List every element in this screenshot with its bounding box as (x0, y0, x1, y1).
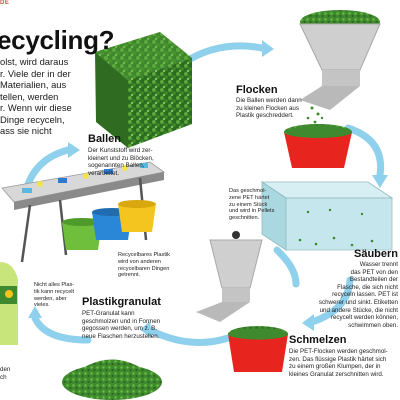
arrow-saeubern-to-schmelzen (308, 276, 354, 326)
text-line: zu kleinen Flocken aus (236, 104, 299, 112)
text-line: Flasche, die sich nicht (337, 283, 398, 291)
arrow-heads (28, 40, 388, 338)
text-line: verarbeitet. (88, 169, 119, 177)
text-line: schwimmen oben. (348, 321, 398, 329)
text-line: Plastik geschreddert. (236, 112, 294, 120)
text-line: Bestandteilen der (349, 276, 398, 284)
shredder-funnel-top (299, 10, 381, 124)
bale-illustration (95, 32, 192, 148)
text-line: Die PET-Flocken werden geschmol- (289, 348, 388, 355)
intro-line: tellen, werden (0, 90, 59, 102)
intro-line: Materialien, aus (0, 79, 67, 90)
text-line: tik kann recycelt (34, 288, 75, 295)
text-line: das PET von den (350, 268, 398, 276)
text-line: zu einem großen Klumpen, der in (289, 363, 381, 371)
text-line: Recycelbares Plastik (118, 252, 170, 258)
intro-line: olst, wird daraus (0, 56, 69, 67)
text-line: zene PET härtet (229, 194, 270, 201)
text-line: Der Kunststoff wird zer- (88, 147, 153, 154)
section-tag: DE (0, 0, 10, 6)
text-line: vieles. (34, 302, 50, 309)
text-line: sogenannten Ballen, (88, 162, 145, 170)
arrow-pellets-note (273, 246, 300, 288)
text-line: werden, aber (34, 295, 67, 302)
bottle-illustration (0, 262, 18, 345)
intro-line: Dinge recyceln, (0, 113, 65, 125)
text-line: schwerer und sinkt. Etiketten (318, 298, 398, 306)
note-not-all: Nicht alles Plas- tik kann recycelt werd… (34, 282, 84, 309)
intro-line: ass sie nicht (0, 125, 52, 136)
arrow-flocken-to-saeubern (344, 124, 385, 179)
text-line: Nicht alles Plas- (34, 282, 75, 288)
step-granulat-title: Plastikgranulat (82, 296, 161, 308)
red-pot-top (284, 124, 352, 168)
text-line: geschmolzen und in Formen (82, 317, 161, 325)
step-flocken-text: Die Ballen werden dann zu kleinen Flocke… (236, 97, 316, 120)
text-line: kleines Granulat zerschnitten wird. (289, 370, 384, 378)
page-title: ecycling? (0, 25, 115, 55)
step-ballen-title: Ballen (88, 133, 122, 145)
granulate-pile (62, 359, 162, 400)
note-bottom-left: den ch (0, 366, 20, 381)
text-line: den (0, 366, 11, 373)
sorting-bins (62, 200, 156, 250)
arrow-granulat-to-bottle (31, 314, 92, 344)
shredder-funnel-bottom (196, 231, 263, 322)
water-tank (260, 181, 394, 251)
note-recyclable: Recycelbares Plastik wird von anderen re… (118, 252, 188, 279)
text-line: Das geschmol- (229, 188, 267, 194)
arrow-ballen-to-flocken (181, 42, 266, 66)
step-granulat-text: PET-Granulat kann geschmolzen und in For… (82, 310, 182, 340)
text-line: ch (0, 373, 7, 381)
text-line: zen. Das flüssige Plastik härtet sich (289, 355, 387, 363)
text-line: Wasser trennt (359, 261, 398, 268)
text-line: recyceln lassen. PET ist (332, 291, 398, 299)
text-line: getrennt. (118, 272, 141, 279)
text-line: und wird in Pellets (229, 208, 275, 215)
text-line: und andere Stücke, die nicht (319, 306, 398, 314)
text-line: recycelbaren Dingen (118, 265, 170, 272)
step-saeubern-text: Wasser trennt das PET von den Bestandtei… (288, 261, 398, 329)
text-line: recycelt werden können, (330, 314, 398, 322)
text-line: zu einem Stück (229, 201, 268, 208)
intro-text: olst, wird daraus r. Viele der in der Ma… (0, 56, 110, 137)
intro-line: r. Wenn wir diese (0, 102, 72, 113)
text-line: gegossen werden, um z. B. (82, 325, 157, 333)
text-line: wird von anderen (118, 258, 161, 265)
text-line: PET-Granulat kann (82, 310, 135, 317)
step-schmelzen-title: Schmelzen (289, 334, 347, 346)
text-line: geschnitten. (229, 215, 260, 222)
intro-line: r. Viele der in der (0, 67, 71, 79)
step-flocken-title: Flocken (236, 84, 278, 96)
step-schmelzen-text: Die PET-Flocken werden geschmol- zen. Da… (289, 348, 400, 378)
text-line: Die Ballen werden dann (236, 97, 302, 104)
text-line: kleinert und zu Blöcken, (88, 154, 154, 162)
note-pellets: Das geschmol- zene PET härtet zu einem S… (229, 188, 289, 222)
arrow-schmelzen-to-granulat (146, 326, 232, 346)
text-line: neue Flaschen herzustellen. (82, 332, 160, 340)
conveyor-belt (1, 161, 165, 263)
step-saeubern-title: Säubern (353, 248, 398, 260)
red-pot-bottom (228, 326, 288, 372)
step-ballen-text: Der Kunststoff wird zer- kleinert und zu… (88, 147, 178, 177)
